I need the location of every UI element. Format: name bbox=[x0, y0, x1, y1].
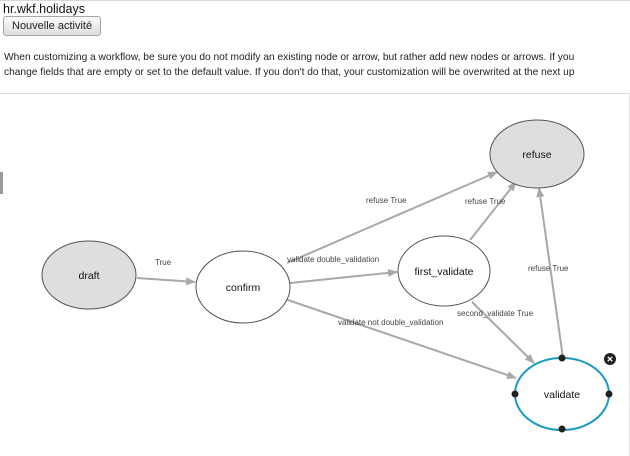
edge-draft-confirm[interactable]: True bbox=[136, 258, 196, 286]
edge-confirm-first-validate[interactable]: validate double_validation bbox=[287, 255, 398, 284]
edge-label-first-validate-refuse: refuse True bbox=[465, 197, 506, 206]
warning-line-2: change fields that are empty or set to t… bbox=[4, 67, 575, 78]
connector-handle-left[interactable] bbox=[511, 390, 519, 398]
node-label-draft: draft bbox=[78, 270, 99, 282]
connector-handle-bottom[interactable] bbox=[558, 425, 566, 433]
new-activity-button[interactable]: Nouvelle activité bbox=[3, 16, 102, 36]
top-border bbox=[0, 0, 630, 1]
node-validate[interactable]: validate bbox=[511, 354, 613, 433]
edge-first-validate-refuse[interactable]: refuse True bbox=[465, 181, 517, 241]
edge-validate-refuse[interactable]: refuse True bbox=[528, 187, 569, 359]
node-confirm[interactable]: confirm bbox=[195, 250, 291, 324]
warning-line-1: When customizing a workflow, be sure you… bbox=[4, 52, 575, 63]
node-draft[interactable]: draft bbox=[41, 240, 137, 310]
node-refuse[interactable]: refuse bbox=[489, 119, 585, 189]
edge-confirm-refuse[interactable]: refuse True bbox=[286, 171, 498, 264]
canvas-left-marker bbox=[0, 172, 3, 194]
connector-handle-top[interactable] bbox=[558, 354, 566, 362]
header-separator bbox=[0, 93, 630, 94]
edge-label-draft-confirm: True bbox=[155, 258, 172, 267]
node-label-confirm: confirm bbox=[226, 282, 261, 294]
node-first-validate[interactable]: first_validate bbox=[397, 235, 491, 307]
edge-first-validate-validate[interactable]: second_validate True bbox=[457, 301, 535, 364]
workflow-title: hr.wkf.holidays bbox=[3, 2, 85, 16]
customization-warning: When customizing a workflow, be sure you… bbox=[4, 50, 630, 80]
edge-label-validate-refuse: refuse True bbox=[528, 264, 569, 273]
connector-handle-right[interactable] bbox=[605, 390, 613, 398]
edge-label-confirm-validate: validate not double_validation bbox=[338, 318, 443, 327]
node-label-validate: validate bbox=[544, 389, 580, 401]
edge-confirm-validate[interactable]: validate not double_validation bbox=[284, 298, 517, 379]
node-label-refuse: refuse bbox=[522, 149, 551, 161]
edge-label-confirm-first-validate: validate double_validation bbox=[287, 255, 379, 264]
close-icon[interactable] bbox=[604, 353, 616, 365]
node-label-first-validate: first_validate bbox=[415, 266, 474, 278]
edge-label-confirm-refuse: refuse True bbox=[366, 196, 407, 205]
edge-label-first-validate-validate: second_validate True bbox=[457, 309, 534, 318]
